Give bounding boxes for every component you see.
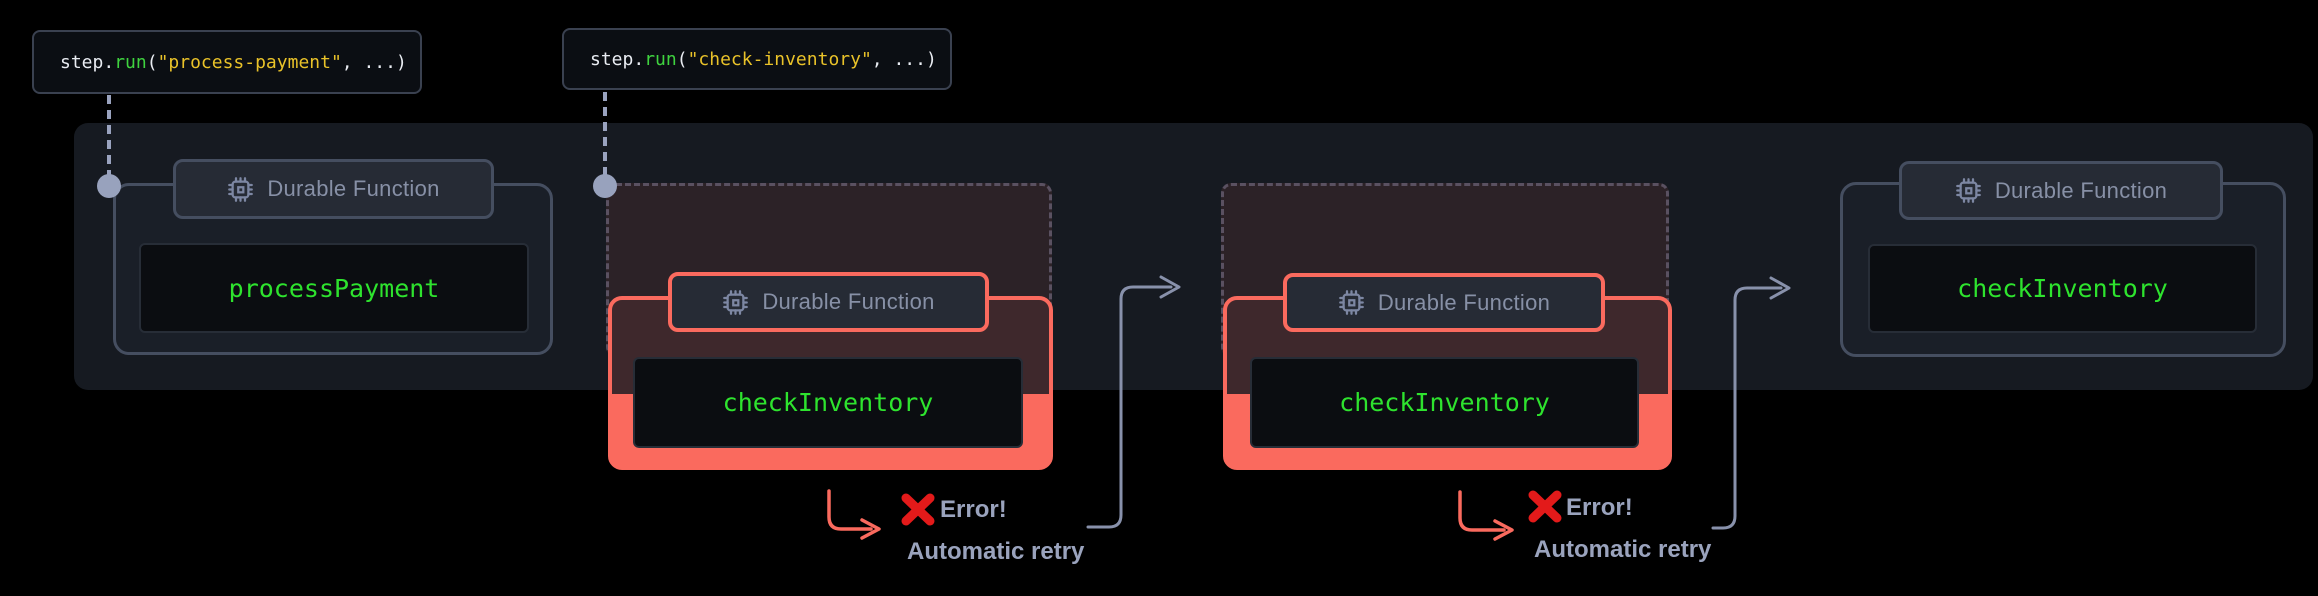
function-name-text: processPayment bbox=[228, 273, 440, 303]
error-arrow bbox=[827, 489, 881, 540]
durable-function-badge: Durable Function bbox=[1899, 161, 2223, 220]
badge-label: Durable Function bbox=[267, 176, 440, 201]
durable-function-badge: Durable Function bbox=[173, 159, 494, 219]
durable-function-badge-error: Durable Function bbox=[668, 272, 989, 332]
arrow-right-icon bbox=[860, 518, 881, 540]
function-name-text: checkInventory bbox=[722, 388, 934, 417]
durable-function-badge-error: Durable Function bbox=[1283, 273, 1605, 332]
code-method: run bbox=[114, 51, 147, 73]
function-name-text: checkInventory bbox=[1339, 388, 1550, 417]
error-label: Error! bbox=[940, 496, 1007, 523]
function-name: processPayment bbox=[139, 243, 529, 333]
code-rest: , ...) bbox=[341, 51, 407, 73]
code-method: run bbox=[644, 48, 677, 70]
code-dot: . bbox=[103, 51, 115, 73]
code-object: step bbox=[590, 48, 634, 70]
error-arrow bbox=[1458, 490, 1514, 541]
badge-label: Durable Function bbox=[1377, 289, 1551, 315]
function-name: checkInventory bbox=[1868, 244, 2257, 333]
function-name: checkInventory bbox=[633, 357, 1023, 448]
code-paren: ( bbox=[146, 51, 158, 73]
cpu-chip-icon bbox=[1338, 290, 1364, 315]
code-snippet-process-payment: step.run("process-payment", ...) bbox=[32, 30, 422, 94]
code-string-arg: "check-inventory" bbox=[687, 48, 872, 70]
error-x-icon bbox=[1528, 490, 1562, 523]
code-rest: , ...) bbox=[871, 48, 937, 70]
automatic-retry-label: Automatic retry bbox=[907, 538, 1085, 565]
badge-label: Durable Function bbox=[762, 289, 935, 314]
code-snippet-check-inventory: step.run("check-inventory", ...) bbox=[562, 28, 952, 90]
cpu-chip-icon bbox=[1955, 178, 1981, 203]
function-name-text: checkInventory bbox=[1957, 274, 2168, 303]
function-name: checkInventory bbox=[1250, 357, 1639, 448]
automatic-retry-label: Automatic retry bbox=[1534, 536, 1712, 563]
code-paren: ( bbox=[676, 48, 688, 70]
code-string-arg: "process-payment" bbox=[157, 51, 342, 73]
error-label: Error! bbox=[1566, 494, 1633, 521]
cpu-chip-icon bbox=[723, 289, 749, 315]
badge-label: Durable Function bbox=[1994, 177, 2168, 203]
arrow-right-icon bbox=[1493, 519, 1514, 541]
code-dot: . bbox=[633, 48, 645, 70]
code-object: step bbox=[60, 51, 104, 73]
cpu-chip-icon bbox=[228, 176, 254, 202]
error-x-icon bbox=[901, 493, 935, 526]
